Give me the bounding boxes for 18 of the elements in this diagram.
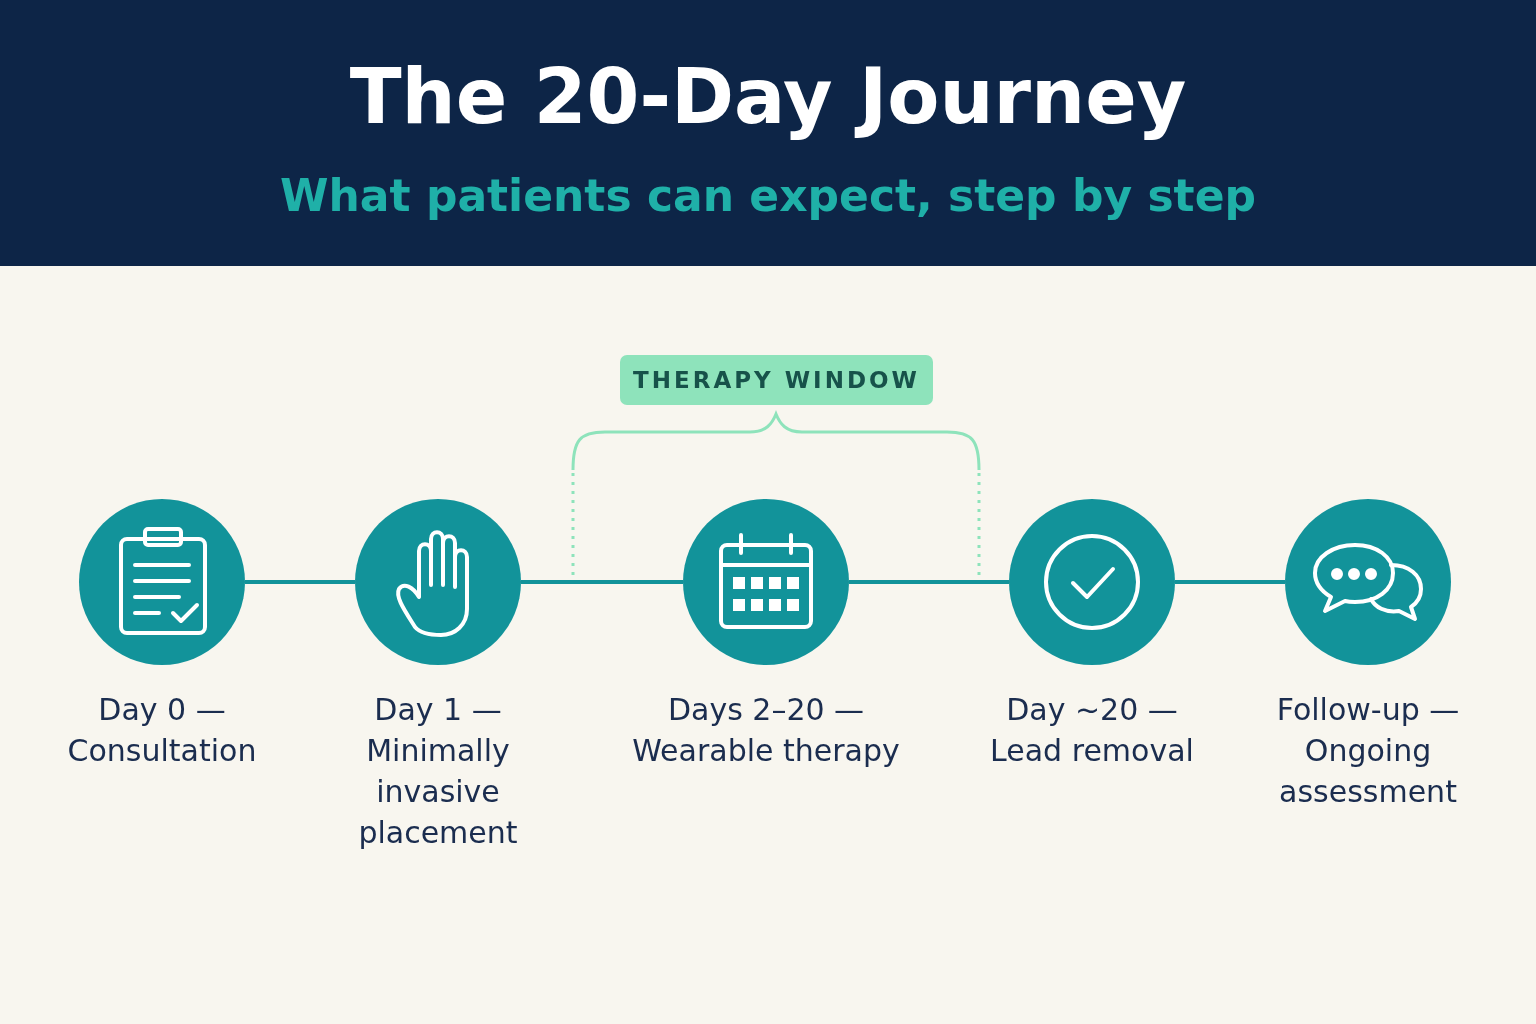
step-title: Minimally invasive placement bbox=[357, 732, 519, 852]
step-title: Wearable therapy bbox=[631, 732, 901, 770]
step-title: Lead removal bbox=[989, 732, 1195, 770]
step-title: Ongoing assessment bbox=[1278, 732, 1458, 811]
connector-line bbox=[849, 580, 1009, 584]
subtitle: What patients can expect, step by step bbox=[279, 170, 1257, 221]
title: The 20-Day Journey bbox=[348, 52, 1188, 141]
step-day: Day 1 — bbox=[374, 689, 502, 730]
connector-line bbox=[1175, 580, 1285, 584]
step-day: Follow-up — bbox=[1276, 689, 1460, 730]
step-title: Consultation bbox=[66, 732, 258, 770]
step-day: Days 2–20 — bbox=[667, 689, 865, 730]
connector-line bbox=[245, 580, 355, 584]
step-day: Day 0 — bbox=[98, 689, 226, 730]
section-tag bbox=[620, 355, 933, 405]
tag-label: THERAPY WINDOW bbox=[633, 367, 920, 393]
step-day: Day ~20 — bbox=[1006, 689, 1178, 730]
connector-line bbox=[521, 580, 683, 584]
